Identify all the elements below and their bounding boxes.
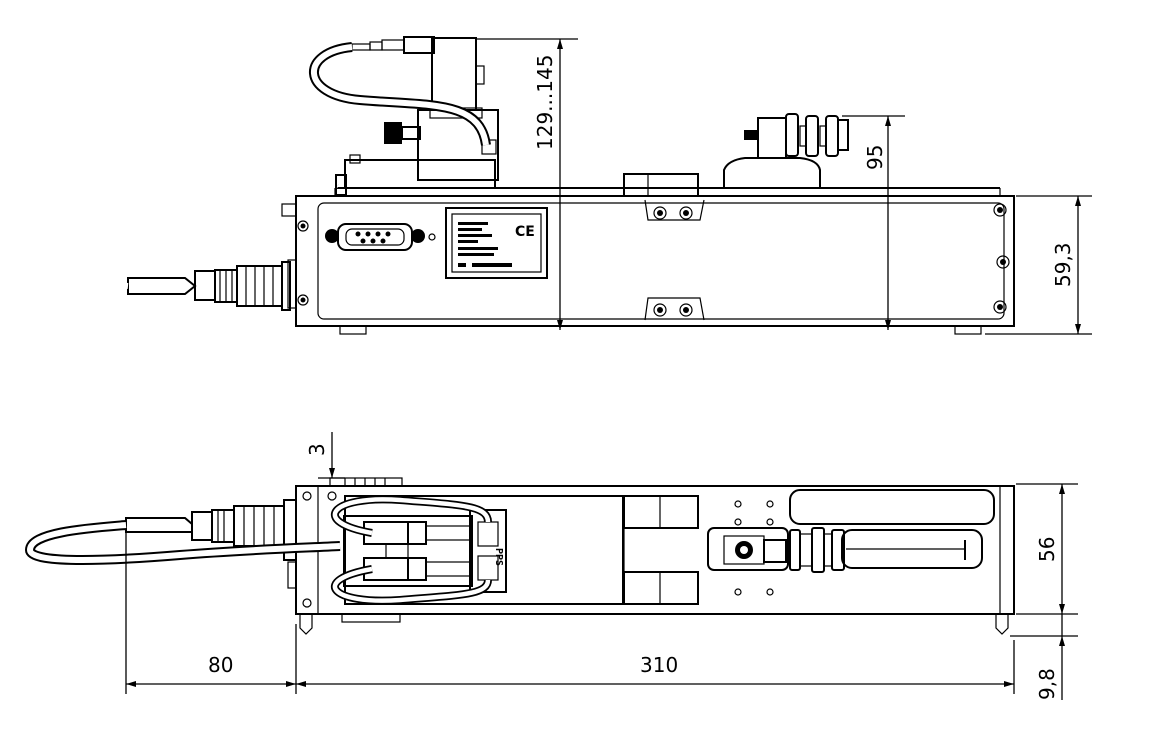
dim-label-top-width: 56 xyxy=(1035,537,1059,562)
ce-mark-label: CE xyxy=(515,224,535,240)
side-peg-lower xyxy=(287,259,297,309)
pps-label: PPS xyxy=(493,548,504,566)
screw-icon xyxy=(302,598,312,608)
dim-label-mid-height: 95 xyxy=(863,145,887,170)
screw-icon xyxy=(302,491,312,501)
top-side-peg xyxy=(287,561,297,589)
screw-icon xyxy=(996,255,1010,269)
top-view: PPS xyxy=(24,477,1015,635)
screw-icon xyxy=(653,206,667,220)
dsub-connector-icon xyxy=(325,223,436,251)
top-right-bay xyxy=(841,529,983,569)
top-clip-right xyxy=(995,614,1009,635)
dim-label-top-foot: 9,8 xyxy=(1035,668,1059,700)
dim-label-top-offset: 3 xyxy=(305,443,329,456)
top-dimensions: 3 56 9,8 80 310 xyxy=(125,432,1078,700)
screw-icon xyxy=(297,294,309,306)
top-bottom-foot xyxy=(341,613,401,623)
side-right-fixture xyxy=(723,113,849,189)
top-clip-left xyxy=(299,614,313,635)
screw-icon xyxy=(679,303,693,317)
cable-connector-left xyxy=(127,261,291,311)
side-view: CE xyxy=(32,36,1015,335)
side-clamp-top xyxy=(644,199,705,221)
side-dimensions: 129...145 95 59,3 xyxy=(476,38,1092,335)
cable-loop-outer xyxy=(34,165,339,287)
side-fixture-block xyxy=(344,36,499,189)
side-peg-upper xyxy=(281,203,297,217)
dim-label-cable-length: 80 xyxy=(208,653,233,677)
side-foot-left xyxy=(339,325,367,335)
screw-icon xyxy=(327,491,337,501)
side-rail-block xyxy=(623,173,699,197)
top-right-slot xyxy=(789,489,995,525)
screw-icon xyxy=(297,220,309,232)
side-clamp-bottom xyxy=(644,297,705,321)
dim-label-body-length: 310 xyxy=(640,653,678,677)
top-slot-upper xyxy=(623,495,699,529)
dim-label-body-height: 59,3 xyxy=(1051,242,1075,287)
top-edge-grip xyxy=(329,477,403,487)
top-pps-connector: PPS xyxy=(343,509,507,593)
screw-icon xyxy=(679,206,693,220)
screw-icon xyxy=(993,203,1007,217)
label-plate: CE xyxy=(445,207,548,279)
dim-label-overall-height: 129...145 xyxy=(533,55,557,150)
top-clamp-mechanism xyxy=(707,527,845,573)
screw-icon xyxy=(653,303,667,317)
top-slot-lower xyxy=(623,571,699,605)
screw-icon xyxy=(993,300,1007,314)
side-foot-right xyxy=(954,325,982,335)
top-body xyxy=(295,485,1015,615)
